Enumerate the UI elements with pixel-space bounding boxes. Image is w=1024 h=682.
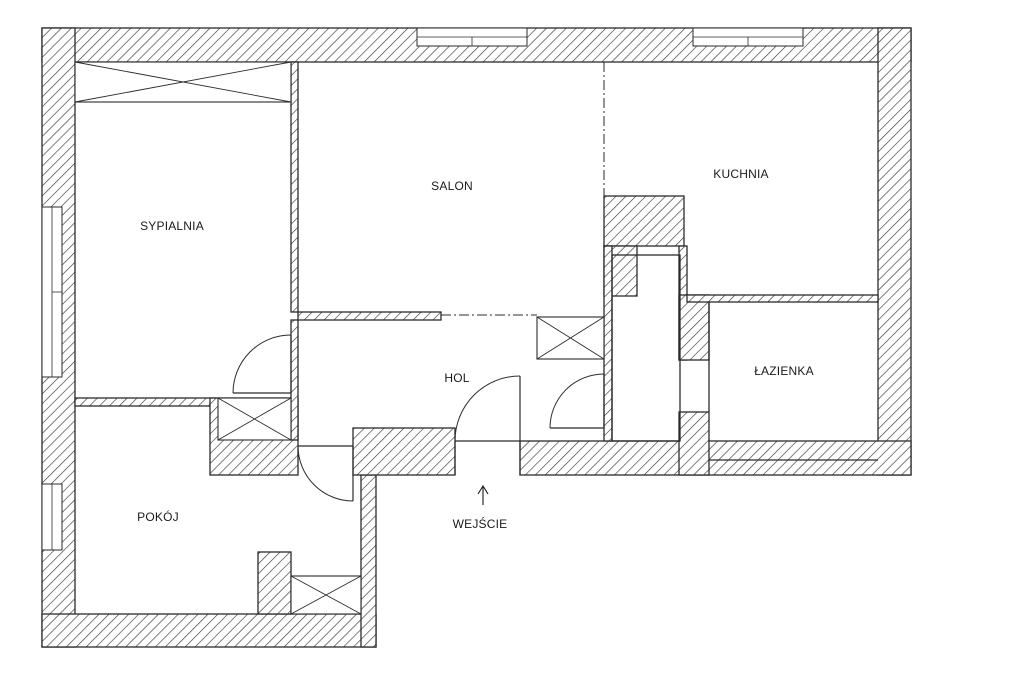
right-wall [877,27,912,476]
hall-left-wall [290,319,299,441]
doors [232,334,605,502]
door-bathroom-corridor [549,373,605,429]
bath-bottom-left-block [678,411,710,476]
room-label-bedroom: SYPIALNIA [140,219,204,233]
room-right-wall [360,474,377,648]
room-label-room: POKÓJ [137,509,179,524]
room-label-hall: HOL [444,371,469,385]
room-label-living-room: SALON [431,179,473,193]
cabinet-hall-right [536,316,605,360]
built-in-cabinets [74,61,605,615]
cabinet-hall-left [217,397,292,441]
interior-walls [74,61,879,615]
door-room [297,445,354,502]
kitchen-bath-wall [686,294,879,303]
room-corner-block [257,551,292,615]
hall-bottom-wall-left [352,427,456,476]
window-room [41,483,63,551]
entrance-label: WEJŚCIE [453,516,508,531]
kitchen-shaft-top [603,195,685,247]
room-label-kitchen: KUCHNIA [713,167,768,181]
window-salon [416,27,528,47]
bedroom-salon-wall [290,61,299,313]
room-outlines [611,254,878,461]
entrance-arrow-icon [477,484,489,505]
hall-right-wall [603,245,613,442]
outer-walls [41,27,912,648]
bottom-wall-right [519,440,912,476]
wardrobe-bedroom [74,61,292,103]
cabinet-room [290,575,362,615]
door-bedroom [232,334,292,394]
door-entrance [454,375,521,475]
bath-left-block [678,294,710,361]
window-bedroom [41,206,63,378]
windows [41,27,804,551]
hall-alcove [611,254,681,442]
window-kitchen [692,27,804,47]
bedroom-room-wall [74,397,216,407]
bottom-wall-room [41,613,377,648]
room-label-bathroom: ŁAZIENKA [754,364,814,378]
salon-hall-wall [297,311,442,321]
